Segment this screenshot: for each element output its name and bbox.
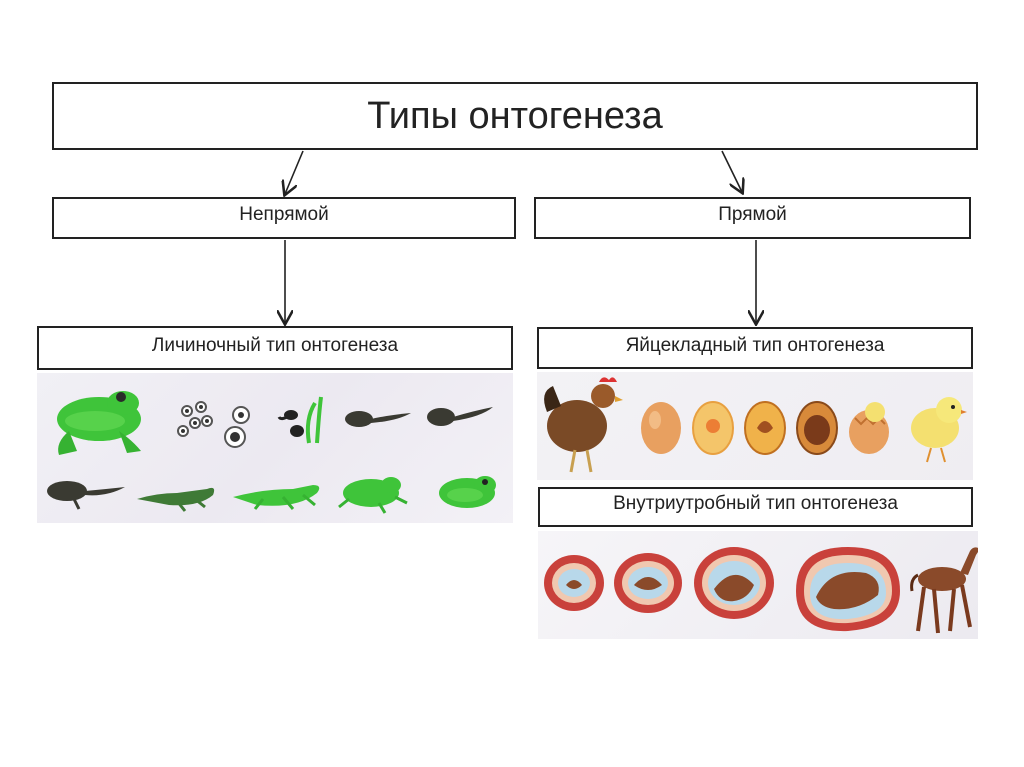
- frog-egg-icon: [224, 406, 250, 448]
- uterine-fetus-icon: [694, 547, 774, 619]
- uterine-embryo-icon: [614, 553, 682, 613]
- intrauterine-type-box: Внутриутробный тип онтогенеза: [538, 487, 973, 527]
- egg-icon: [641, 402, 681, 454]
- chick-icon: [911, 397, 967, 463]
- frog-icon: [57, 391, 141, 455]
- hatching-chick-icon: [849, 402, 889, 454]
- egg-laying-type-box: Яйцекладный тип онтогенеза: [537, 327, 973, 369]
- late-embryo-egg-icon: [796, 401, 838, 455]
- tadpole-icon: [345, 411, 411, 427]
- tadpole-icon: [427, 407, 493, 426]
- direct-type-box: Прямой: [534, 197, 971, 239]
- early-uterine-embryo-icon: [544, 555, 604, 611]
- egg-development-illustration: [537, 372, 973, 480]
- young-frog-icon: [338, 477, 408, 514]
- intrauterine-development-illustration: [538, 531, 980, 639]
- page-title: Типы онтогенеза: [52, 82, 978, 150]
- late-uterine-fetus-icon: [796, 547, 900, 632]
- frog-development-illustration: [37, 373, 513, 523]
- frog-eggs-icon: [177, 401, 213, 437]
- hen-icon: [544, 377, 623, 473]
- larval-type-box: Личиночный тип онтогенеза: [37, 326, 513, 370]
- tadpole-with-legs-icon: [137, 487, 215, 512]
- froglet-icon: [233, 485, 320, 510]
- frog-icon: [439, 476, 496, 508]
- foal-icon: [910, 547, 980, 634]
- tadpole-with-legs-icon: [47, 481, 125, 510]
- arrow-to-indirect: [285, 150, 304, 194]
- early-embryo-egg-icon: [692, 401, 734, 455]
- arrow-to-direct: [721, 150, 742, 192]
- hatching-tadpoles-icon: [277, 396, 323, 444]
- indirect-type-box: Непрямой: [52, 197, 516, 239]
- developing-embryo-egg-icon: [744, 401, 786, 455]
